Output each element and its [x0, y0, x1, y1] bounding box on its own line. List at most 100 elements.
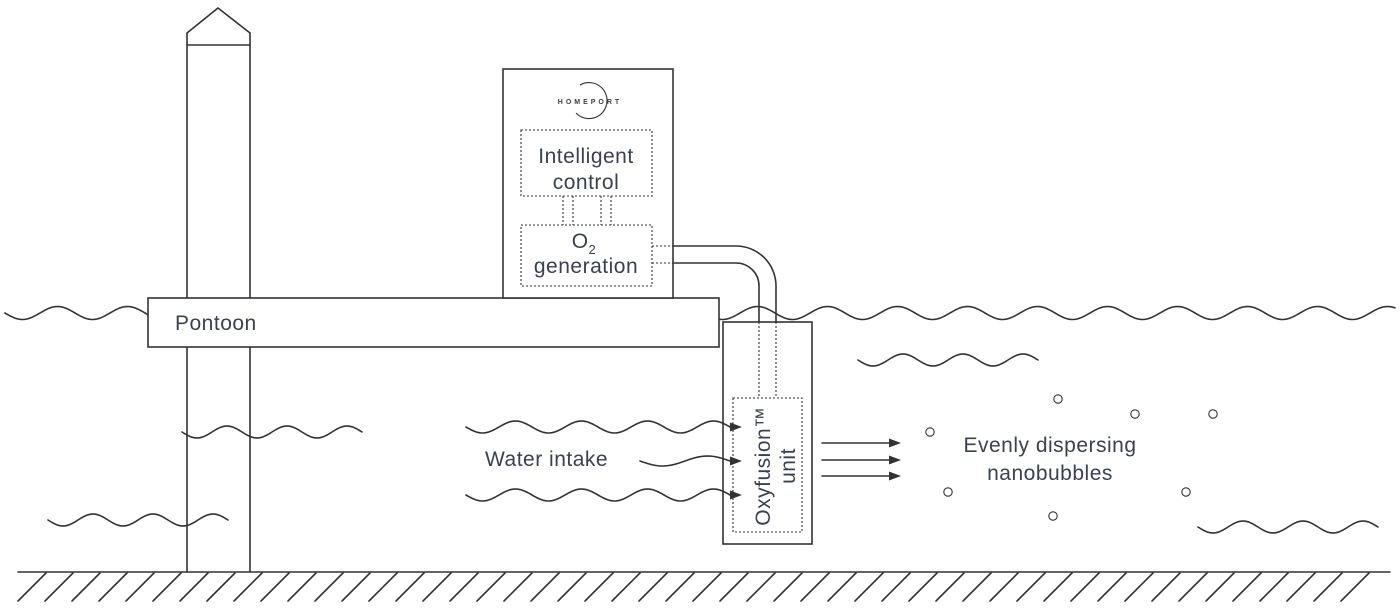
seabed-hatch-line [827, 572, 857, 602]
wave [857, 353, 1039, 367]
intake-wave [639, 455, 732, 467]
seabed-hatch-line [152, 572, 182, 602]
seabed-hatch-line [1259, 572, 1289, 602]
oxyfusion-label: Oxyfusion™ unit [752, 406, 800, 525]
seabed-hatch-line [530, 572, 560, 602]
seabed-hatch-line [800, 572, 830, 602]
seabed-hatch-line [611, 572, 641, 602]
oxyfusion-label-line1: Oxyfusion™ [752, 406, 775, 525]
oxyfusion-unit: Oxyfusion™ unit [722, 321, 813, 545]
pontoon: Pontoon [147, 297, 720, 348]
intake-arrow [639, 455, 742, 467]
seabed-hatch-line [206, 572, 236, 602]
logo-ring [575, 82, 608, 120]
intelligent-control-box [520, 129, 653, 197]
oxyfusion-inner-box [732, 397, 803, 533]
seabed-hatch-line [1178, 572, 1208, 602]
oxygen-pipe-inner [672, 262, 760, 323]
seabed-hatch-line [1313, 572, 1343, 602]
control-cabinet: HOMEPORT Intelligent control O2 generati… [502, 68, 674, 299]
seabed-hatch-line [503, 572, 533, 602]
seabed-hatch-line [1124, 572, 1154, 602]
cabinet-body [502, 68, 674, 299]
wave [181, 425, 363, 439]
o2-generation-box [520, 224, 653, 287]
water-intake-label: Water intake [485, 448, 608, 471]
seabed-hatch-line [1286, 572, 1316, 602]
seabed-hatch-line [935, 572, 965, 602]
seabed-hatch-line [1043, 572, 1073, 602]
homeport-logo: HOMEPORT [558, 82, 622, 120]
logo-text: HOMEPORT [558, 99, 622, 106]
seabed-hatch-line [17, 572, 47, 602]
nanobubble [1181, 487, 1191, 497]
seabed-hatch-line [719, 572, 749, 602]
seabed-hatch-line [692, 572, 722, 602]
seabed-hatch-line [1232, 572, 1262, 602]
o2-symbol-letter: O [572, 230, 589, 253]
seabed-hatch-line [179, 572, 209, 602]
seabed-hatch-line [773, 572, 803, 602]
water-intake-flow [465, 420, 742, 502]
o2-symbol: O2 [572, 230, 597, 257]
nanobubble [1130, 409, 1140, 419]
nanobubble [943, 487, 953, 497]
pile-outline [186, 7, 251, 573]
seabed-hatch-line [287, 572, 317, 602]
intake-arrowhead [730, 422, 742, 432]
intake-wave [465, 420, 732, 434]
seabed-hatch-line [746, 572, 776, 602]
seabed-hatch-line [1070, 572, 1100, 602]
seabed-hatch-line [71, 572, 101, 602]
oxyfusion-label-line2: unit [777, 448, 800, 484]
seabed-hatch-line [881, 572, 911, 602]
output-arrow [821, 455, 901, 465]
seabed-hatch-line [989, 572, 1019, 602]
nanobubble [1208, 409, 1218, 419]
seabed-hatch-line [341, 572, 371, 602]
seabed-hatch-line [422, 572, 452, 602]
seabed-hatch-line [368, 572, 398, 602]
output-arrowhead [889, 438, 901, 448]
wave [47, 513, 229, 527]
seabed-hatch-line [854, 572, 884, 602]
seabed-hatch-line [1097, 572, 1127, 602]
pontoon-body [147, 297, 720, 348]
seabed-hatch-line [98, 572, 128, 602]
nanobubble-output-flow [821, 438, 901, 481]
seabed-hatch-line [233, 572, 263, 602]
o2-symbol-subscript: 2 [589, 242, 597, 257]
output-arrow [821, 471, 901, 481]
pile-post [186, 7, 251, 573]
output-arrowhead [889, 471, 901, 481]
output-arrowhead [889, 455, 901, 465]
seabed-hatch-line [638, 572, 668, 602]
oxygen-pipe-outer [672, 245, 777, 323]
seabed-hatch-line [260, 572, 290, 602]
seabed-hatch-line [44, 572, 74, 602]
wave [1197, 520, 1379, 534]
seabed [17, 571, 1391, 602]
intake-arrow [465, 488, 742, 502]
intelligent-control-label-line1: Intelligent [538, 145, 633, 168]
nanobubbles-label-line2: nanobubbles [987, 462, 1113, 485]
nanobubble [1048, 511, 1058, 521]
seabed-hatch-line [1016, 572, 1046, 602]
control-connectors [562, 196, 612, 225]
seabed-hatch-line [665, 572, 695, 602]
seabed-hatch-line [584, 572, 614, 602]
seabed-hatch-line [1340, 572, 1370, 602]
seabed-hatch-line [557, 572, 587, 602]
seabed-hatch-line [1151, 572, 1181, 602]
intake-arrowhead [730, 490, 742, 500]
intelligent-control-label-line2: control [553, 171, 620, 194]
seabed-hatch-line [125, 572, 155, 602]
seabed-hatch-line [908, 572, 938, 602]
nanobubbles [925, 394, 1218, 521]
seabed-hatch-line [1205, 572, 1235, 602]
waves [47, 353, 1379, 534]
intake-arrow [465, 420, 742, 434]
nanobubble [925, 427, 935, 437]
o2-generation-label: generation [534, 255, 638, 278]
